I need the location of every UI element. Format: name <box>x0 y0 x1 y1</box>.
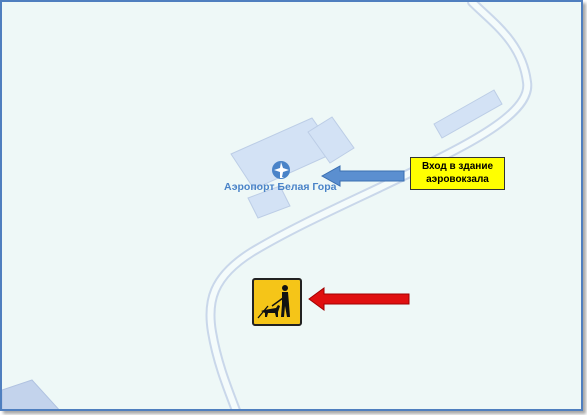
accessibility-arrow <box>308 287 410 311</box>
guide-dog-pedestrian-icon <box>252 278 302 326</box>
airplane-icon[interactable] <box>272 161 290 179</box>
terminal-buildings <box>230 116 355 219</box>
entrance-arrow <box>320 165 405 187</box>
map-canvas[interactable] <box>2 2 583 411</box>
airport-label[interactable]: Аэропорт Белая Гора <box>224 181 337 193</box>
entrance-callout: Вход в здание аэровокзала <box>410 157 505 190</box>
building <box>433 89 503 139</box>
building <box>2 379 60 409</box>
road-center <box>207 2 531 409</box>
